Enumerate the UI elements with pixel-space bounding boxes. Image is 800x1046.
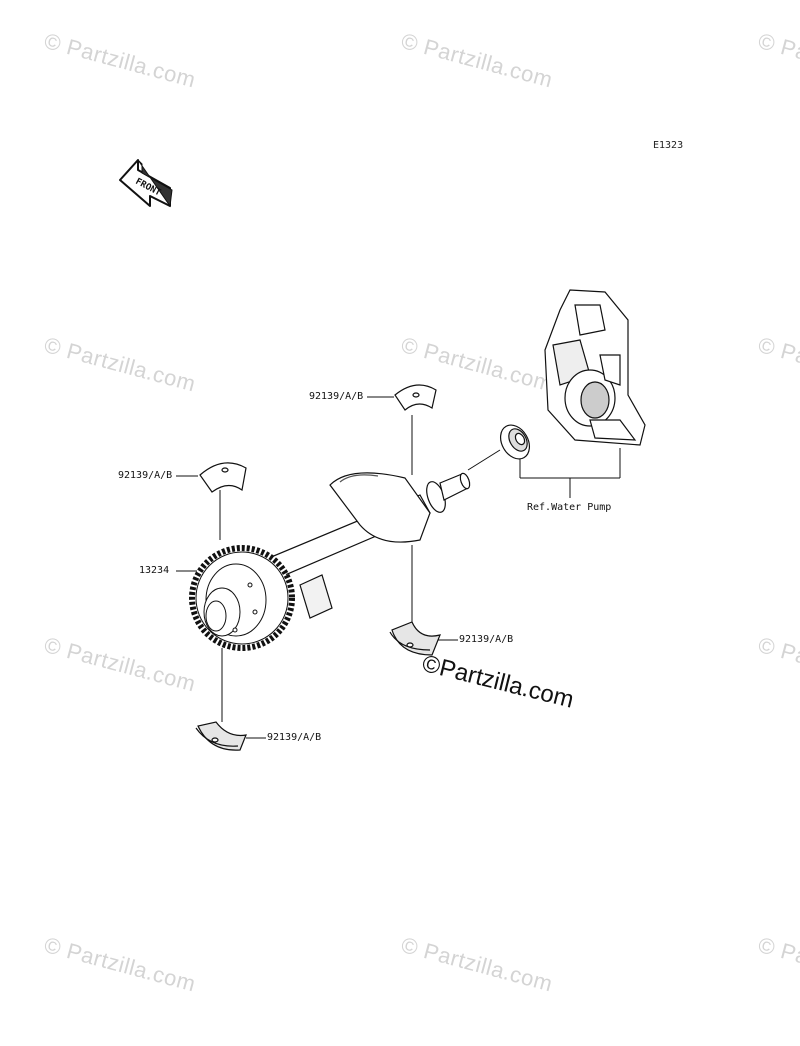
part-label[interactable]: 92139/A/B [267,732,322,743]
front-arrow-icon: FRONT [119,159,173,208]
part-label[interactable]: 92139/A/B [459,634,514,645]
bearing-shell [195,721,247,751]
bearing-shell [389,621,441,656]
water-pump-housing [544,289,646,446]
balancer-shaft [239,472,471,619]
diagram-code: E1323 [653,140,684,151]
part-label[interactable]: 92139/A/B [309,391,364,402]
part-label[interactable]: 92139/A/B [118,470,173,481]
ref-water-pump-label: Ref.Water Pump [527,502,612,513]
oil-seal [499,424,531,460]
bearing-shell [394,384,437,411]
bearing-shell [199,462,247,493]
gear [189,545,295,651]
part-label[interactable]: 13234 [139,565,170,576]
